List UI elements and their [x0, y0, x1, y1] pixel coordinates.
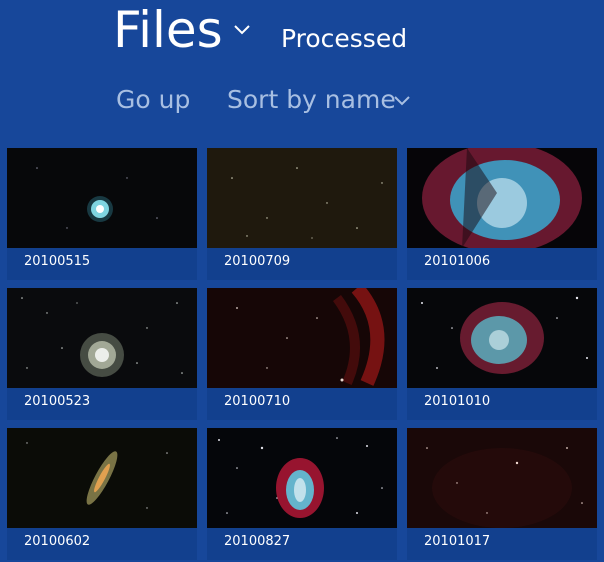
- file-name: 20101017: [424, 534, 491, 549]
- file-tile[interactable]: 20100709: [207, 148, 397, 280]
- file-tile[interactable]: 20101017: [407, 428, 597, 560]
- file-tile[interactable]: 20100710: [207, 288, 397, 420]
- thumbnail-image: [7, 428, 197, 528]
- file-tile[interactable]: 20100602: [7, 428, 197, 560]
- thumbnail-image: [207, 148, 397, 248]
- thumbnail-image: [7, 148, 197, 248]
- thumbnail-image: [207, 288, 397, 388]
- thumbnail-image: [407, 288, 597, 388]
- file-tile[interactable]: 20100515: [7, 148, 197, 280]
- file-tile[interactable]: 20101006: [407, 148, 597, 280]
- thumbnail-image: [407, 148, 597, 248]
- chevron-down-icon[interactable]: [392, 94, 412, 108]
- file-name: 20100515: [24, 254, 91, 269]
- thumbnail-image: [207, 428, 397, 528]
- file-name: 20100709: [224, 254, 291, 269]
- page-title: Files: [113, 1, 223, 59]
- file-tile[interactable]: 20100523: [7, 288, 197, 420]
- thumbnail-image: [7, 288, 197, 388]
- file-name: 20100710: [224, 394, 291, 409]
- current-folder-label[interactable]: Processed: [281, 24, 408, 53]
- go-up-button[interactable]: Go up: [116, 85, 191, 114]
- file-name: 20100827: [224, 534, 291, 549]
- file-tile[interactable]: 20101010: [407, 288, 597, 420]
- thumbnail-image: [407, 428, 597, 528]
- file-name: 20100602: [24, 534, 91, 549]
- file-tile[interactable]: 20100827: [207, 428, 397, 560]
- file-name: 20100523: [24, 394, 91, 409]
- file-name: 20101006: [424, 254, 491, 269]
- sort-by-button[interactable]: Sort by name: [227, 85, 396, 114]
- file-name: 20101010: [424, 394, 491, 409]
- chevron-down-icon[interactable]: [232, 22, 252, 38]
